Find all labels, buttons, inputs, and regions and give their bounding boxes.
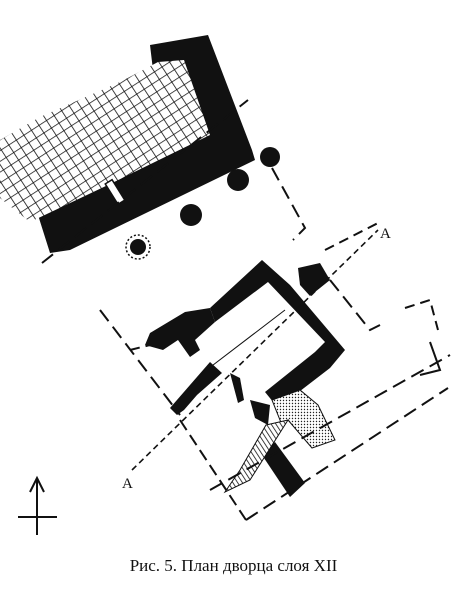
outline-dashed: [129, 344, 151, 351]
figure-caption: Рис. 5. План дворца слоя XII: [129, 556, 338, 575]
wall-segment: [210, 260, 345, 408]
upper-doorway: [104, 178, 126, 206]
outline-dashed: [419, 341, 442, 376]
outline-dashed: [271, 167, 307, 241]
palace-plan-diagram: A A: [0, 35, 451, 535]
wall-segment: [230, 373, 244, 403]
section-line-a-a: [131, 229, 379, 471]
outline-dashed: [404, 298, 439, 331]
wall-segment: [145, 308, 215, 357]
outline-dashed: [209, 354, 451, 491]
outline-dashed: [245, 387, 449, 521]
section-label-a-lower: A: [122, 476, 133, 492]
column-base: [180, 204, 202, 226]
lower-building: [145, 260, 345, 497]
upper-building: [0, 35, 255, 253]
outline-dashed: [41, 99, 249, 264]
outline-dashed: [99, 309, 181, 416]
column-base: [260, 147, 280, 167]
outline-dashed: [324, 221, 381, 251]
wall-segment: [170, 362, 222, 415]
column-bases: [125, 147, 280, 260]
inner-guide-line: [199, 309, 286, 376]
outline-dashed: [179, 419, 247, 521]
north-arrow-icon: [18, 475, 57, 535]
section-label-a-upper: A: [380, 226, 391, 242]
wall-segment: [298, 263, 330, 296]
hatched-stair: [223, 419, 290, 494]
dotted-fill-area: [271, 389, 336, 449]
grid-paved-courtyard: [0, 60, 210, 222]
reconstruction-lines: [41, 99, 451, 521]
column-base: [130, 239, 146, 255]
column-base: [227, 169, 249, 191]
wall-segment: [250, 400, 270, 425]
outline-dashed: [329, 279, 381, 332]
